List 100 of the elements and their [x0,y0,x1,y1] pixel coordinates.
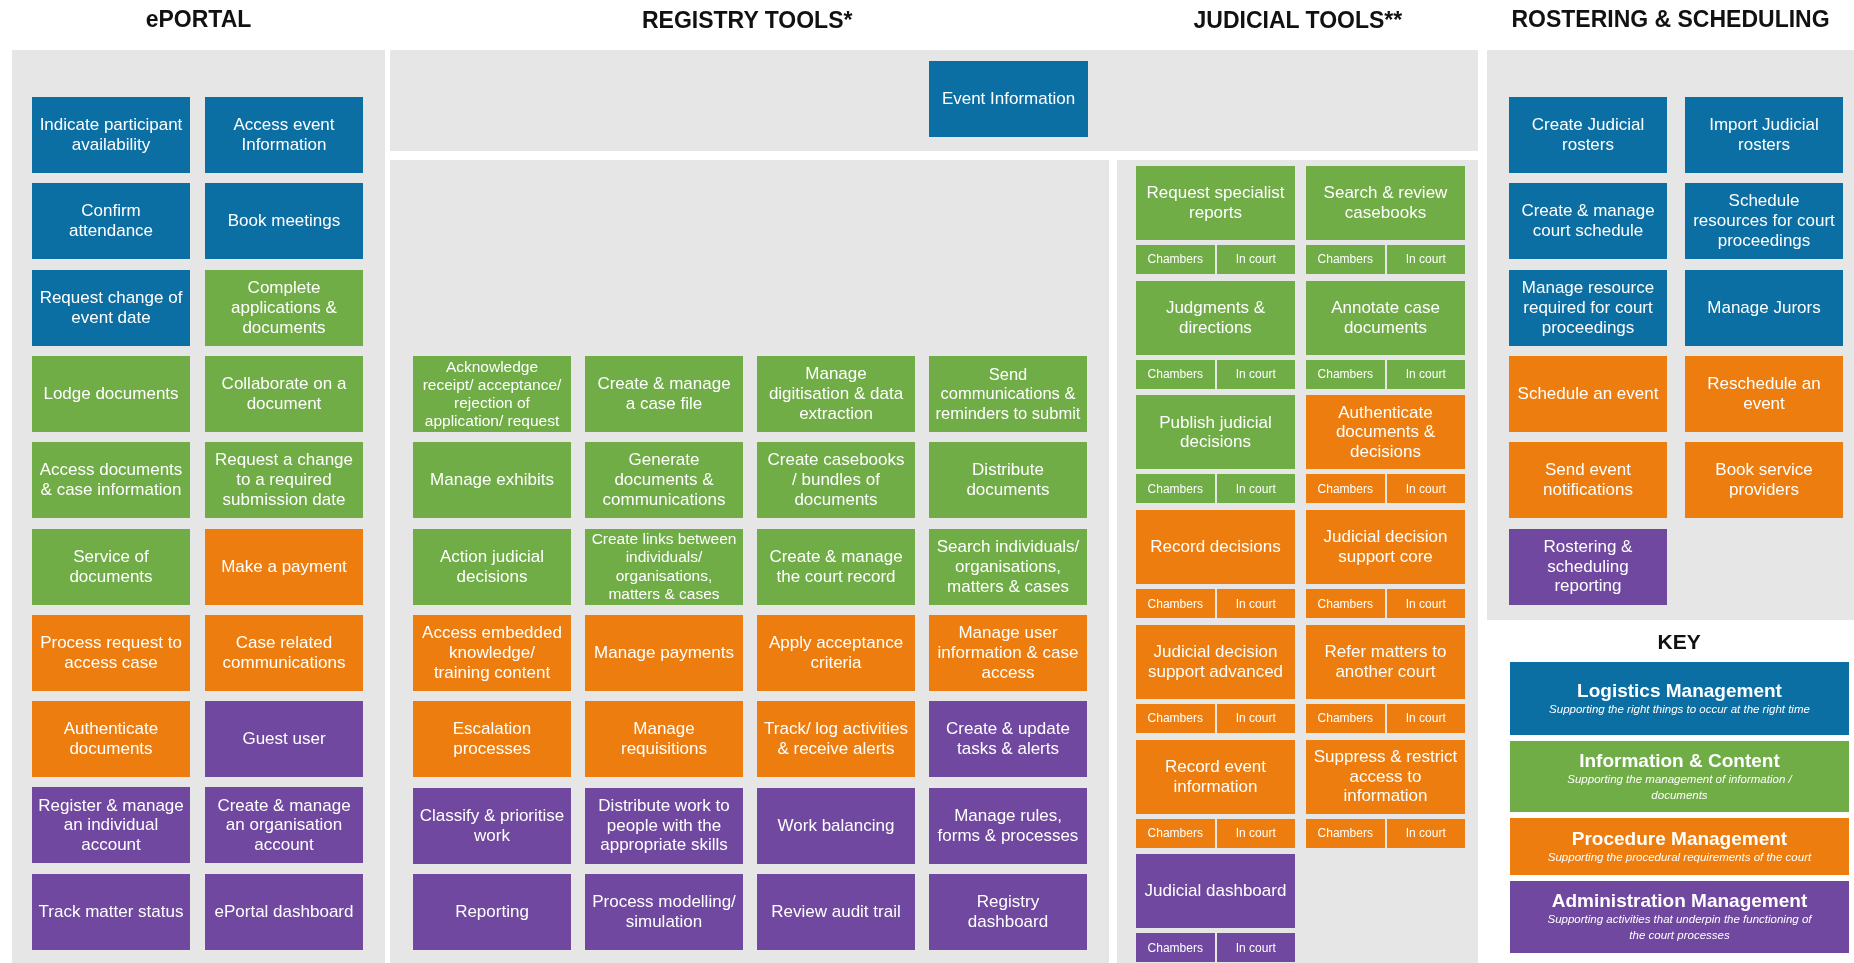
legend-title: Information & Content [1579,750,1780,772]
legend-description: Supporting the procedural requirements of the court [1546,849,1813,865]
function-tile: Distribute work to people with the appropriate skills [585,787,743,864]
function-tile: Refer matters to another court [1306,624,1465,699]
function-tile: Access event Information [205,97,363,173]
legend-title: Administration Management [1551,890,1808,913]
function-tile: Create & manage court schedule [1509,183,1667,260]
legend-title: Procedure Management [1571,827,1788,850]
function-tile: Suppress & restrict access to information [1306,739,1465,814]
function-tile: Distribute documents [929,442,1087,519]
function-tile: ePortal dashboard [205,873,363,950]
function-tile: Create & update tasks & alerts [929,701,1087,778]
function-tile: Manage requisitions [585,701,743,778]
legend-description: Supporting the right things to occur at the right time [1548,701,1811,717]
setting-tab: In court [1386,589,1465,619]
function-tile: Escalation processes [413,701,571,778]
setting-tab: In court [1216,589,1295,619]
function-tile: Event Information [929,61,1088,137]
function-tile: Rostering & scheduling reporting [1509,528,1667,605]
function-tile: Judicial decision support core [1306,510,1465,585]
function-tile: Book meetings [205,183,363,260]
function-tile: Search individuals/ organisations, matters & cases [929,528,1087,605]
setting-tab: Chambers [1306,359,1385,389]
function-tile: Manage user information & case access [929,614,1087,691]
function-tile: Annotate case documents [1306,280,1465,355]
setting-tab: Chambers [1136,933,1215,963]
function-tile: Request change of event date [32,269,190,346]
function-tile: Registry dashboard [929,873,1087,950]
setting-tab: Chambers [1306,245,1385,274]
function-tile: Schedule resources for court proceedings [1685,183,1843,260]
function-tile: Confirm attendance [32,183,190,260]
setting-tab: Chambers [1136,703,1215,733]
setting-tab: Chambers [1306,818,1385,848]
function-tile: Reporting [413,873,571,950]
function-tile: Reschedule an event [1685,355,1843,432]
function-tile: Authenticate documents [32,701,190,778]
function-tile: Manage resource required for court proceedings [1509,269,1667,346]
function-tile: Request specialist reports [1136,166,1295,240]
setting-tab: Chambers [1136,818,1215,848]
function-tile: Publish judicial decisions [1136,395,1295,470]
function-tile: Lodge documents [32,355,190,432]
function-tile: Classify & prioritise work [413,787,571,864]
function-tile: Indicate participant availability [32,97,190,173]
legend-description: Supporting the management of information / documents [1566,772,1794,803]
setting-tab: In court [1216,245,1295,274]
function-tile: Collaborate on a document [205,355,363,432]
function-tile: Access embedded knowledge/ training content [413,614,571,691]
setting-tab: In court [1216,359,1295,389]
setting-tab: Chambers [1306,474,1385,504]
setting-tab: Chambers [1136,474,1215,504]
setting-tab: In court [1386,245,1465,274]
function-tile: Create & manage the court record [757,528,915,605]
section-heading: REGISTRY TOOLS* [642,7,853,34]
setting-tab: Chambers [1306,703,1385,733]
function-tile: Import Judicial rosters [1685,97,1843,173]
function-tile: Judicial dashboard [1136,854,1295,929]
function-tile: Process request to access case [32,614,190,691]
section-panel [1117,160,1478,963]
function-tile: Manage rules, forms & processes [929,787,1087,864]
function-tile: Service of documents [32,528,190,605]
function-tile: Acknowledge receipt/ acceptance/ rejection of application/ request [413,356,571,432]
function-tile: Manage digitisation & data extraction [757,356,915,432]
function-tile: Work balancing [757,787,915,864]
function-tile: Schedule an event [1509,355,1667,432]
setting-tab: In court [1216,474,1295,504]
section-heading: ePORTAL [145,6,252,33]
function-tile: Book service providers [1685,442,1843,519]
legend-description: Supporting activities that underpin the functioning of the court processes [1546,912,1814,943]
function-tile: Guest user [205,701,363,778]
function-tile: Apply acceptance criteria [757,614,915,691]
function-tile: Track matter status [32,873,190,950]
setting-tab: In court [1216,933,1295,963]
function-tile: Track/ log activities & receive alerts [757,701,915,778]
legend-title: Logistics Management [1577,679,1782,702]
function-tile: Request a change to a required submission date [205,442,363,519]
setting-tab: In court [1216,818,1295,848]
function-tile: Judicial decision support advanced [1136,624,1295,699]
setting-tab: Chambers [1306,589,1385,619]
function-tile: Process modelling/ simulation [585,873,743,950]
function-tile: Send communications & reminders to submit [929,356,1087,432]
setting-tab: Chambers [1136,589,1215,619]
function-tile: Create links between individuals/ organisations, matters & cases [585,528,743,605]
function-tile: Judgments & directions [1136,280,1295,355]
function-tile: Register & manage an individual account [32,787,190,864]
setting-tab: In court [1386,359,1465,389]
section-panel [390,160,1109,963]
function-tile: Make a payment [205,528,363,605]
function-tile: Complete applications & documents [205,269,363,346]
function-tile: Manage exhibits [413,442,571,519]
function-tile: Create casebooks / bundles of documents [757,442,915,519]
section-heading: ROSTERING & SCHEDULING [1511,6,1830,33]
function-tile: Send event notifications [1509,442,1667,519]
function-tile: Create & manage a case file [585,356,743,432]
setting-tab: In court [1386,818,1465,848]
function-tile: Search & review casebooks [1306,166,1465,240]
function-tile: Access documents & case information [32,442,190,519]
setting-tab: Chambers [1136,359,1215,389]
function-tile: Manage Jurors [1685,269,1843,346]
section-heading: JUDICIAL TOOLS** [1193,7,1403,34]
function-tile: Review audit trail [757,873,915,950]
